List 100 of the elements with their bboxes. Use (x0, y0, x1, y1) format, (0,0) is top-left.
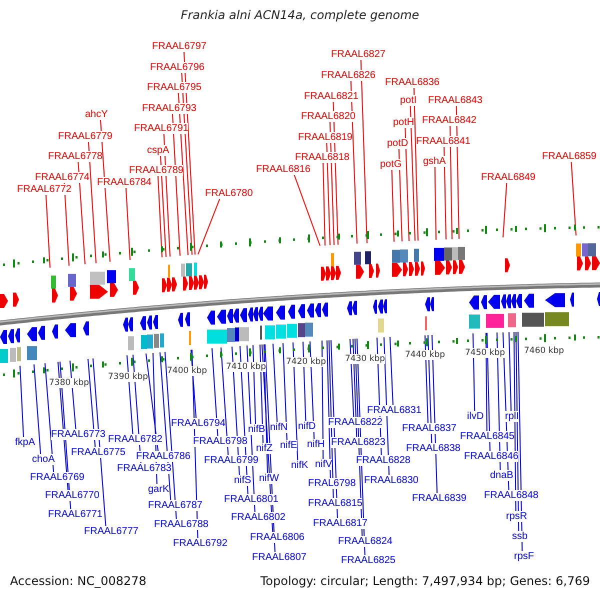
gene-label: FRAAL6796 (150, 62, 204, 73)
leader-line (292, 342, 298, 460)
gene-label: FRAAL6795 (147, 82, 202, 93)
gene-label: FRAAL6784 (97, 177, 152, 188)
gene-label: FRAAL6859 (542, 151, 596, 162)
leader-line (570, 162, 576, 236)
gene-label: FRAAL6787 (148, 500, 202, 511)
leader-line (326, 142, 330, 246)
gene-label: nifH (307, 439, 325, 450)
leader-line (360, 60, 368, 244)
gene-label: gshA (423, 156, 446, 167)
leader-line (198, 198, 220, 255)
gene-label: FRAAL6828 (356, 455, 410, 466)
gene-label: FRAAL6797 (152, 41, 206, 52)
gene-label: rpsR (506, 511, 528, 522)
gene-label: FRAAL6837 (402, 423, 456, 434)
gene-label: FRAAL6830 (364, 475, 418, 486)
gene-label: FRAAL6779 (58, 131, 112, 142)
leader-line (44, 362, 54, 472)
footer-text: Accession: NC_008278 (10, 574, 146, 588)
scale-label: 7450 kbp (465, 348, 506, 358)
leader-line (508, 332, 512, 412)
gene-label: FRAAL6772 (17, 184, 72, 195)
leader-line (410, 106, 416, 242)
leader-line (404, 128, 410, 242)
leader-line (157, 176, 162, 258)
scale-label: 7400 kbp (167, 366, 208, 376)
gene-label: FRAAL6825 (341, 555, 396, 566)
leader-line (178, 92, 188, 256)
leader-line (264, 344, 268, 474)
leader-line (125, 188, 130, 261)
gene-label: nifZ (256, 443, 273, 454)
gene-label: FRAAL6841 (416, 136, 470, 147)
gene-label: FRAAL6842 (422, 115, 476, 126)
gene-label: FRAAL6801 (224, 494, 278, 505)
footer-text: Topology: circular; Length: 7,497,934 bp; Genes: 6,769 (260, 574, 590, 588)
leader-line (126, 354, 134, 434)
leader-line (434, 166, 436, 240)
leader-line (486, 332, 488, 432)
leader-line (444, 146, 446, 240)
gene-label: FRAAL6775 (71, 447, 126, 458)
gene-label: potG (380, 159, 402, 170)
gene-label: nifW (259, 473, 279, 484)
leader-line (424, 334, 428, 424)
leader-line (350, 338, 354, 418)
gene-label: FRAAL6838 (406, 443, 460, 454)
leader-line (78, 162, 86, 265)
gene-label: nifK (291, 460, 308, 471)
gene-label: nifV (315, 459, 332, 470)
gene-label: FRAAL6769 (30, 472, 84, 483)
gene-label: fkpA (15, 437, 36, 448)
gene-label: FRAAL6839 (412, 493, 466, 504)
gene-label: FRAAL6807 (252, 552, 306, 563)
gene-label: FRAAL6843 (428, 95, 482, 106)
leader-line (450, 126, 452, 240)
leader-line (34, 364, 42, 454)
scale-label: 7410 kbp (226, 362, 266, 372)
gene-label: FRAAL6817 (313, 518, 368, 529)
gene-label: FRAAL6824 (338, 536, 392, 547)
leader-line (518, 331, 523, 552)
leader-line (146, 353, 159, 452)
gene-label: nifE (280, 440, 298, 451)
leader-line (212, 348, 218, 436)
gene-label: cspA (147, 145, 170, 156)
scale-label: 7420 kbp (286, 357, 326, 367)
leader-line (220, 347, 229, 456)
leader-line (472, 332, 476, 412)
gene-label: FRAAL6849 (481, 172, 536, 183)
gene-label: garK (148, 484, 170, 495)
gene-label: FRAAL6848 (484, 490, 538, 501)
gene-label: choA (32, 454, 55, 465)
scale-label: 7390 kbp (108, 372, 148, 382)
gene-label: dnaB (490, 470, 514, 481)
gene-label: FRAAL6792 (173, 538, 228, 549)
leader-line (172, 114, 180, 256)
scale-label: 7440 kbp (405, 350, 446, 360)
leader-line (502, 182, 508, 238)
gene-label: rpsF (514, 551, 534, 562)
gene-label: ssb (512, 531, 528, 542)
gene-label: ahcY (85, 109, 108, 120)
gene-label: FRAAL6802 (231, 512, 286, 523)
gene-label: ilvD (467, 411, 484, 422)
gene-label: FRAL6780 (205, 188, 253, 199)
gene-label: FRAAL6799 (204, 455, 258, 466)
gene-label: potH (393, 117, 414, 128)
leader-line (398, 148, 402, 242)
leader-line (272, 343, 278, 422)
gene-label: potD (387, 138, 408, 149)
gene-label: FRAAL6798 (193, 436, 248, 447)
gene-label: FRAAL6773 (51, 429, 106, 440)
gene-label: FRAAL6823 (331, 437, 386, 448)
gene-label: FRAAL6816 (256, 164, 310, 175)
gene-label: FRAAL6778 (48, 151, 102, 162)
gene-label: FRAAL6845 (460, 431, 514, 442)
leader-line (92, 358, 106, 526)
gene-label: FRAAL6831 (367, 405, 422, 416)
gene-label: FRAAL6819 (298, 132, 352, 143)
gene-label: FRAAL6791 (134, 123, 188, 134)
gene-label: FRAAL6783 (117, 463, 172, 474)
title: Frankia alni ACN14a, complete genome (180, 8, 420, 22)
